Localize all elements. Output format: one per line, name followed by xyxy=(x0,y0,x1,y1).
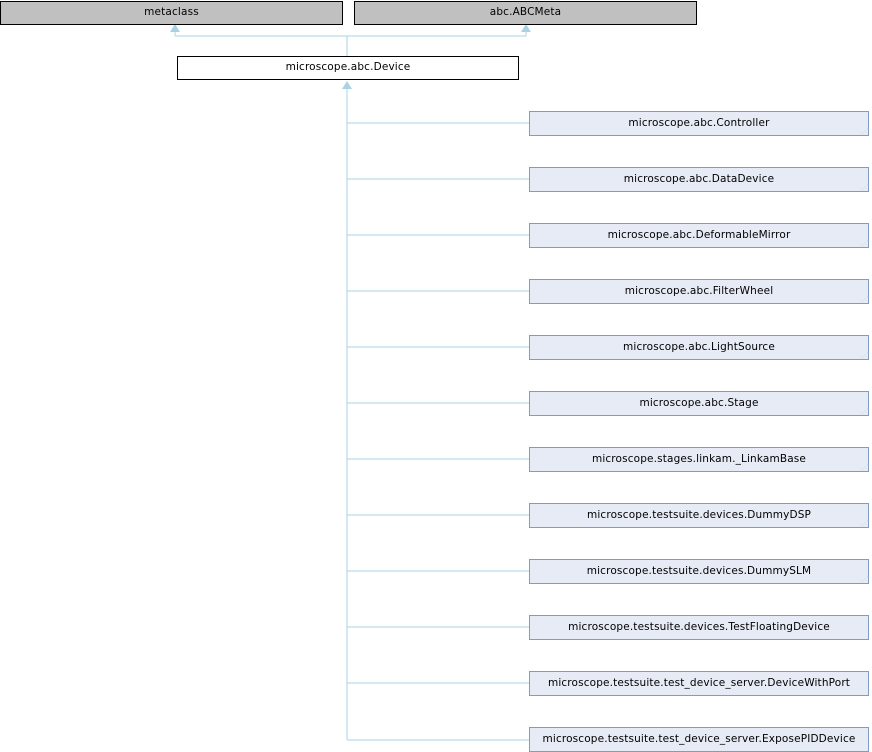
node-microscope-testsuite-devices-testfloatingdevice[interactable]: microscope.testsuite.devices.TestFloatin… xyxy=(529,615,869,640)
node-microscope-abc-stage-label: microscope.abc.Stage xyxy=(639,396,759,409)
node-microscope-abc-controller-label: microscope.abc.Controller xyxy=(628,116,770,129)
arrowhead-metaclass xyxy=(170,24,180,32)
node-metaclass[interactable]: metaclass xyxy=(0,1,343,25)
node-microscope-stages-linkam-linkambase[interactable]: microscope.stages.linkam._LinkamBase xyxy=(529,447,869,472)
node-microscope-stages-linkam-linkambase-label: microscope.stages.linkam._LinkamBase xyxy=(591,452,807,465)
node-microscope-testsuite-devices-dummyslm[interactable]: microscope.testsuite.devices.DummySLM xyxy=(529,559,869,584)
node-microscope-testsuite-devices-testfloatingdevice-label: microscope.testsuite.devices.TestFloatin… xyxy=(568,620,830,633)
node-microscope-testsuite-devices-dummydsp[interactable]: microscope.testsuite.devices.DummyDSP xyxy=(529,503,869,528)
node-microscope-abc-datadevice[interactable]: microscope.abc.DataDevice xyxy=(529,167,869,192)
node-microscope-testsuite-test-device-server-devicewithport[interactable]: microscope.testsuite.test_device_server.… xyxy=(529,671,869,696)
node-microscope-abc-stage[interactable]: microscope.abc.Stage xyxy=(529,391,869,416)
node-microscope-abc-deformablemirror-label: microscope.abc.DeformableMirror xyxy=(607,228,791,241)
node-microscope-abc-device[interactable]: microscope.abc.Device xyxy=(177,56,519,80)
node-metaclass-label: metaclass xyxy=(144,6,199,19)
node-microscope-testsuite-test-device-server-exposepiddevice-label: microscope.testsuite.test_device_server.… xyxy=(542,732,856,745)
node-microscope-testsuite-devices-dummyslm-label: microscope.testsuite.devices.DummySLM xyxy=(586,564,812,577)
node-abc-abcmeta[interactable]: abc.ABCMeta xyxy=(354,1,697,25)
node-microscope-abc-device-label: microscope.abc.Device xyxy=(285,61,411,74)
node-microscope-abc-controller[interactable]: microscope.abc.Controller xyxy=(529,111,869,136)
node-microscope-testsuite-test-device-server-exposepiddevice[interactable]: microscope.testsuite.test_device_server.… xyxy=(529,727,869,752)
arrowhead-abcmeta xyxy=(521,24,531,32)
node-microscope-abc-filterwheel-label: microscope.abc.FilterWheel xyxy=(624,284,774,297)
arrowhead-device xyxy=(342,81,352,89)
node-microscope-testsuite-test-device-server-devicewithport-label: microscope.testsuite.test_device_server.… xyxy=(547,676,851,689)
node-microscope-abc-deformablemirror[interactable]: microscope.abc.DeformableMirror xyxy=(529,223,869,248)
node-microscope-abc-lightsource-label: microscope.abc.LightSource xyxy=(623,340,775,353)
node-microscope-abc-lightsource[interactable]: microscope.abc.LightSource xyxy=(529,335,869,360)
node-microscope-abc-filterwheel[interactable]: microscope.abc.FilterWheel xyxy=(529,279,869,304)
node-abc-abcmeta-label: abc.ABCMeta xyxy=(489,6,562,19)
node-microscope-abc-datadevice-label: microscope.abc.DataDevice xyxy=(623,172,775,185)
node-microscope-testsuite-devices-dummydsp-label: microscope.testsuite.devices.DummyDSP xyxy=(586,508,812,521)
